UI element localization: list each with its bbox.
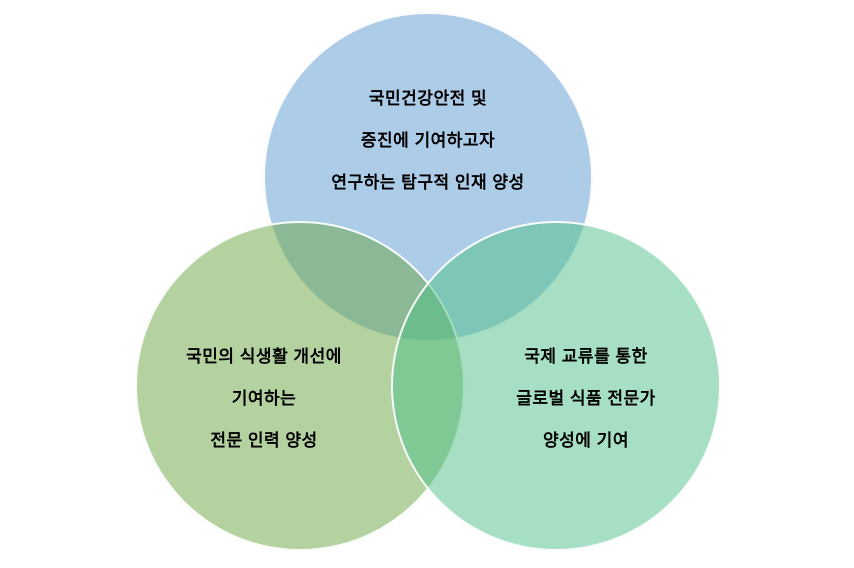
- label-line: 국제 교류를 통한: [524, 347, 648, 366]
- label-line: 국민건강안전 및: [368, 89, 488, 108]
- label-line: 글로벌 식품 전문가: [516, 389, 656, 408]
- label-line: 증진에 기여하고자: [360, 131, 496, 150]
- venn-label-bottom-right: 국제 교류를 통한 글로벌 식품 전문가 양성에 기여: [436, 336, 736, 462]
- venn-label-top: 국민건강안전 및 증진에 기여하고자 연구하는 탐구적 인재 양성: [278, 78, 578, 204]
- label-line: 국민의 식생활 개선에: [186, 347, 342, 366]
- label-line: 연구하는 탐구적 인재 양성: [331, 173, 525, 192]
- venn-circle-bottom-right: [391, 221, 721, 551]
- label-line: 기여하는: [231, 389, 297, 408]
- label-line: 양성에 기여: [543, 431, 629, 450]
- label-line: 전문 인력 양성: [210, 431, 318, 450]
- venn-label-bottom-left: 국민의 식생활 개선에 기여하는 전문 인력 양성: [114, 336, 414, 462]
